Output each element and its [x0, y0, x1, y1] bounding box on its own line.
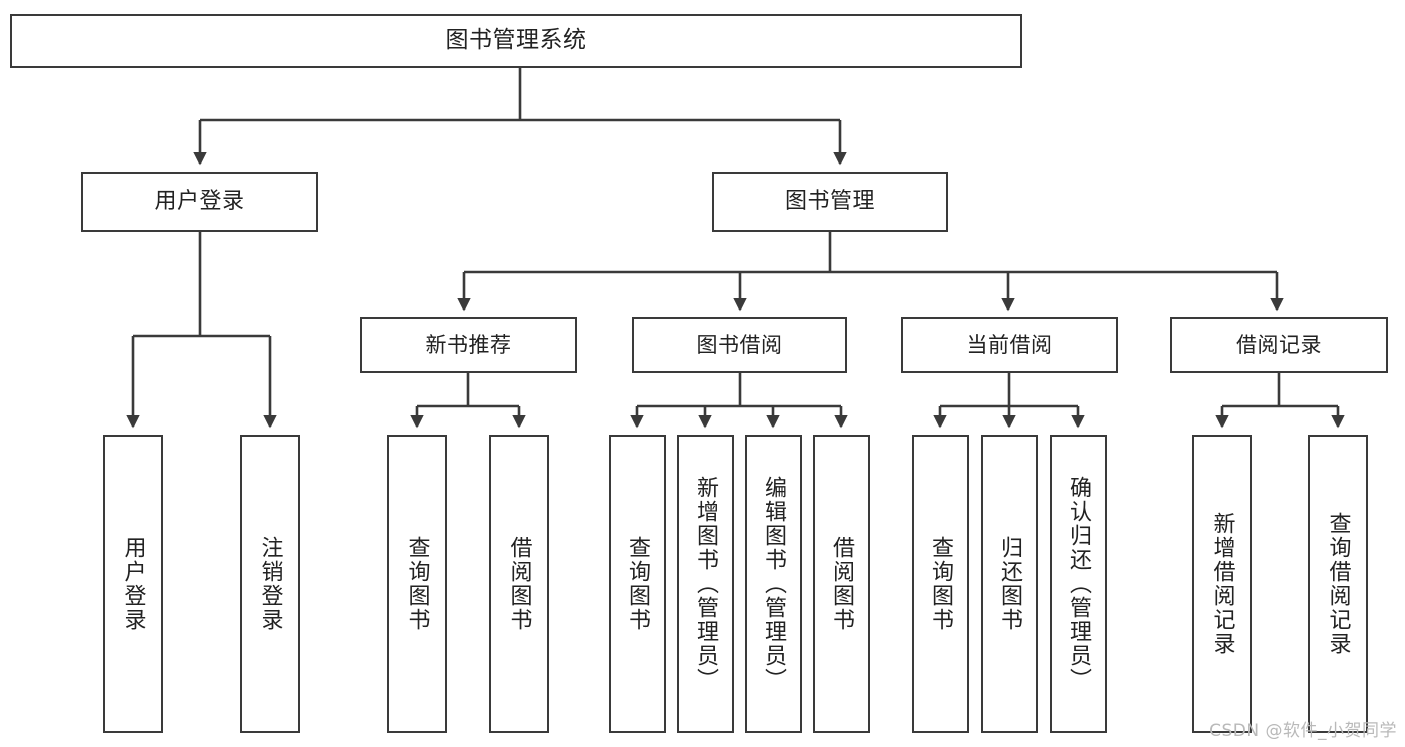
leaf-user-login-signin[interactable]: 用户登录	[103, 435, 163, 733]
leaf-book-borrow-add[interactable]: 新增图书（管理员）	[677, 435, 734, 733]
leaf-new-book-query[interactable]: 查询图书	[387, 435, 447, 733]
node-user-login[interactable]: 用户登录	[81, 172, 318, 232]
node-label: 查询图书	[928, 536, 954, 632]
node-book-borrow[interactable]: 图书借阅	[632, 317, 847, 373]
node-label: 图书管理系统	[445, 27, 587, 54]
node-label: 归还图书	[997, 536, 1023, 632]
leaf-book-borrow-query[interactable]: 查询图书	[609, 435, 666, 733]
csdn-watermark: CSDN @软件_小贺同学	[1209, 721, 1397, 741]
node-label: 注销登录	[257, 536, 283, 632]
leaf-borrow-record-add[interactable]: 新增借阅记录	[1192, 435, 1252, 733]
node-label: 查询图书	[625, 536, 651, 632]
node-borrow-record[interactable]: 借阅记录	[1170, 317, 1388, 373]
node-label: 用户登录	[154, 189, 245, 215]
node-label: 用户登录	[120, 536, 146, 632]
leaf-current-borrow-query[interactable]: 查询图书	[912, 435, 969, 733]
node-label: 图书管理	[784, 189, 875, 215]
node-book-management[interactable]: 图书管理	[712, 172, 948, 232]
node-label: 新增借阅记录	[1209, 512, 1235, 656]
leaf-current-borrow-return[interactable]: 归还图书	[981, 435, 1038, 733]
leaf-borrow-record-query[interactable]: 查询借阅记录	[1308, 435, 1368, 733]
node-label: 查询图书	[404, 536, 430, 632]
node-label: 编辑图书（管理员）	[761, 476, 787, 692]
node-current-borrow[interactable]: 当前借阅	[901, 317, 1118, 373]
node-root-system[interactable]: 图书管理系统	[10, 14, 1022, 68]
node-label: 借阅记录	[1236, 332, 1322, 357]
leaf-new-book-borrow[interactable]: 借阅图书	[489, 435, 549, 733]
node-label: 借阅图书	[506, 536, 532, 632]
node-label: 新书推荐	[425, 332, 512, 357]
leaf-current-borrow-confirm-return[interactable]: 确认归还（管理员）	[1050, 435, 1107, 733]
node-label: 确认归还（管理员）	[1066, 476, 1092, 692]
leaf-user-login-signout[interactable]: 注销登录	[240, 435, 300, 733]
node-label: 借阅图书	[829, 536, 855, 632]
node-label: 当前借阅	[966, 332, 1053, 357]
node-new-book-recommend[interactable]: 新书推荐	[360, 317, 577, 373]
leaf-book-borrow-edit[interactable]: 编辑图书（管理员）	[745, 435, 802, 733]
node-label: 查询借阅记录	[1325, 512, 1351, 656]
node-label: 图书借阅	[696, 332, 783, 357]
leaf-book-borrow-borrow[interactable]: 借阅图书	[813, 435, 870, 733]
node-label: 新增图书（管理员）	[693, 476, 719, 692]
